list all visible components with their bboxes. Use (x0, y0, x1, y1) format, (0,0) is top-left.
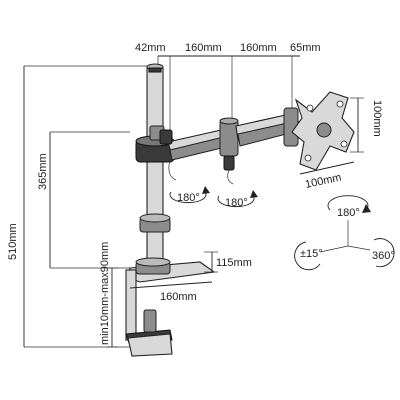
desk-clamp (125, 257, 216, 357)
vesa-width-label: 100mm (304, 172, 342, 191)
pole (139, 63, 171, 273)
head-rotation-group (294, 195, 395, 271)
clamp-depth-label: 115mm (216, 257, 252, 269)
head-tilt-label: ±15° (300, 248, 323, 260)
joint-1-rotation-label: 180° (177, 192, 200, 204)
head-offset-label: 65mm (290, 42, 321, 54)
clamp-dimension-lines (129, 251, 218, 289)
arm-segment-1-label: 160mm (185, 42, 222, 54)
head-rotate-label: 360° (372, 250, 395, 262)
arm-segment-2-label: 160mm (240, 42, 277, 54)
height-dimension-lines (23, 65, 150, 348)
middle-joint (219, 117, 239, 185)
top-dimension-line (157, 55, 300, 130)
vesa-height-label: 100mm (371, 100, 383, 137)
vesa-dimension-lines (299, 97, 364, 175)
head-swivel-label: 180° (337, 207, 360, 219)
arm-height-label: 365mm (37, 153, 49, 190)
total-height-label: 510mm (7, 223, 19, 260)
joint-2-rotation-label: 180° (225, 197, 248, 209)
arm-segment-2 (235, 113, 295, 147)
clamp-width-label: 160mm (160, 291, 197, 303)
rotation-arrow-joint-1 (169, 186, 210, 204)
clamp-range-label: min10mm-max90mm (99, 242, 111, 345)
vesa-plate (283, 91, 355, 171)
pole-offset-label: 42mm (135, 42, 166, 54)
rotation-arrow-joint-2 (217, 190, 258, 208)
